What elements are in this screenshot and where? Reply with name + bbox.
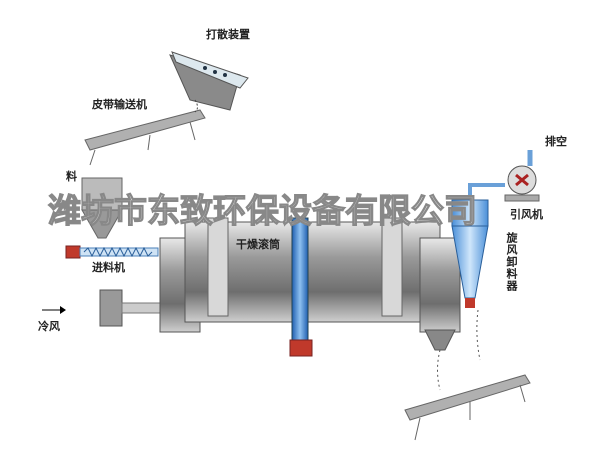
label-drum: 干燥滚筒 — [236, 238, 280, 251]
label-hopper: 料 — [66, 170, 77, 183]
company-watermark: 潍坊市东致环保设备有限公司 — [47, 191, 477, 230]
label-exhaust: 排空 — [545, 135, 567, 148]
hopper — [81, 177, 123, 239]
cyclone — [451, 183, 505, 308]
label-cold-air: 冷风 — [38, 320, 60, 333]
screw-feeder — [65, 245, 159, 259]
label-cyclone: 旋风卸料器 — [505, 232, 518, 292]
belt-conveyor-top — [84, 99, 206, 166]
label-belt-conveyor: 皮带输送机 — [92, 98, 147, 111]
belt-conveyor-bottom — [404, 309, 531, 441]
label-fan: 引风机 — [510, 208, 543, 221]
induced-draft-fan — [504, 150, 540, 202]
label-feeder: 进料机 — [92, 261, 125, 274]
scatter-device — [169, 51, 249, 111]
drying-drum — [159, 217, 461, 357]
label-scatter-device: 打散装置 — [206, 28, 250, 41]
